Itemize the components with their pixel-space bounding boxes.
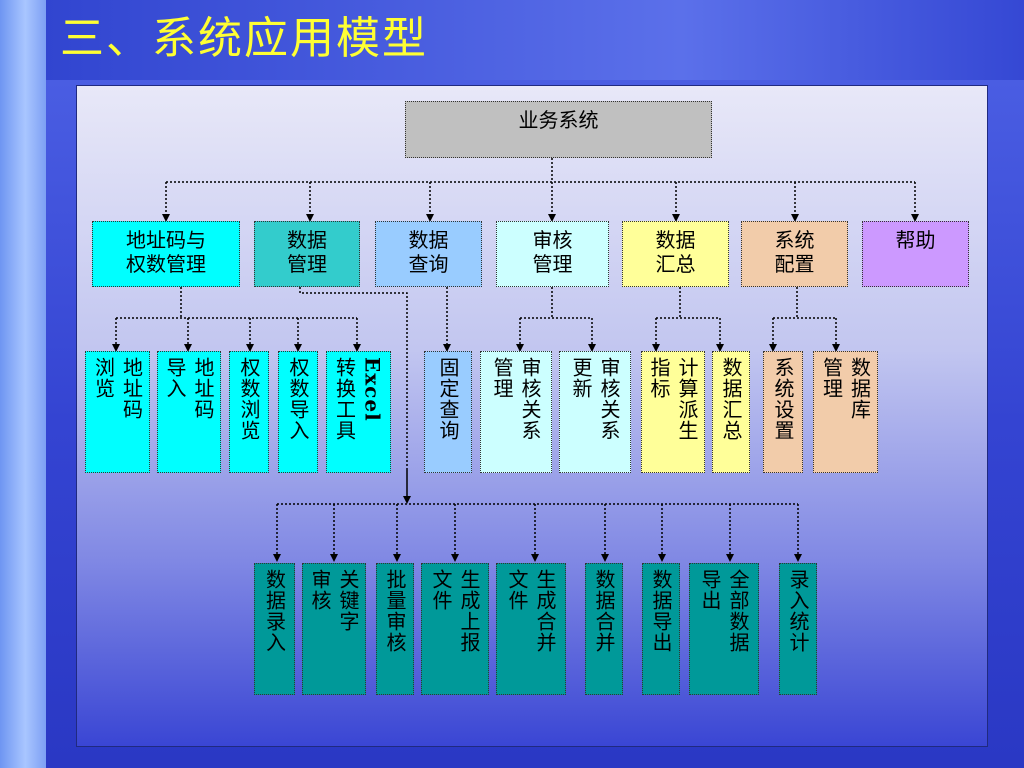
node-label: 数据库 xyxy=(847,357,872,420)
node-label: 查询 xyxy=(408,252,449,276)
node-keyword-audit[interactable]: 关键字 审核 xyxy=(302,563,366,695)
node-entry-stats[interactable]: 录入统计 xyxy=(779,563,817,695)
node-label: 文件 xyxy=(505,569,529,611)
node-label: 审核 xyxy=(532,228,573,252)
node-data-summary-sub[interactable]: 数据汇总 xyxy=(712,351,750,473)
node-label: 管理 xyxy=(532,252,573,276)
root-node[interactable]: 业务系统 xyxy=(405,101,712,158)
node-label: 管理 xyxy=(287,252,327,276)
node-label: 指标 xyxy=(647,357,671,399)
node-label: 地址码与 xyxy=(126,228,206,252)
node-label: 系统设置 xyxy=(771,357,795,441)
node-generate-merge[interactable]: 生成合并 文件 xyxy=(496,563,566,695)
node-label: 权数管理 xyxy=(126,252,206,276)
node-data-merge[interactable]: 数据合并 xyxy=(585,563,623,695)
node-label: 转换工具 xyxy=(332,357,357,441)
node-label: 生成合并 xyxy=(533,569,557,653)
node-label: 权数浏览 xyxy=(237,357,261,441)
node-address-weight[interactable]: 地址码与 权数管理 xyxy=(92,221,240,287)
node-excel-tool[interactable]: Excel 转换工具 xyxy=(326,351,391,473)
node-generate-report[interactable]: 生成上报 文件 xyxy=(421,563,489,695)
title-bar xyxy=(46,0,1024,80)
node-addr-import[interactable]: 地址码 导入 xyxy=(157,351,221,473)
root-label: 业务系统 xyxy=(518,108,599,132)
slide-title: 三、系统应用模型 xyxy=(60,13,428,64)
node-label: 管理 xyxy=(490,357,514,399)
node-system-config[interactable]: 系统 配置 xyxy=(741,221,848,287)
node-label: 审核 xyxy=(308,569,332,611)
node-weight-browse[interactable]: 权数浏览 xyxy=(229,351,269,473)
node-system-settings[interactable]: 系统设置 xyxy=(763,351,803,473)
node-database-manage[interactable]: 数据库 管理 xyxy=(813,351,878,473)
node-label: 管理 xyxy=(819,357,844,399)
node-help[interactable]: 帮助 xyxy=(862,221,969,287)
node-audit-manage[interactable]: 审核 管理 xyxy=(496,221,609,287)
node-data-summary[interactable]: 数据 汇总 xyxy=(622,221,729,287)
node-label: 录入统计 xyxy=(786,569,810,653)
node-label: 生成上报 xyxy=(457,569,481,653)
node-label: 关键字 xyxy=(336,569,360,632)
node-label: 地址码 xyxy=(191,357,215,420)
node-label: 地址码 xyxy=(119,357,144,420)
node-label: 计算派生 xyxy=(675,357,699,441)
node-addr-browse[interactable]: 地址码 浏览 xyxy=(85,351,150,473)
node-label: 系统 xyxy=(774,228,815,252)
node-label: 批量审核 xyxy=(383,569,407,653)
node-label: 数据汇总 xyxy=(719,357,743,441)
node-label: 数据合并 xyxy=(592,569,616,653)
node-label: 数据 xyxy=(655,228,696,252)
node-label: 审核关系 xyxy=(518,357,542,441)
node-label: 导入 xyxy=(163,357,187,399)
node-label: 更新 xyxy=(569,357,593,399)
node-data-query[interactable]: 数据 查询 xyxy=(375,221,482,287)
node-label: 固定查询 xyxy=(436,357,460,441)
node-label: 帮助 xyxy=(895,228,936,252)
node-label: 审核关系 xyxy=(597,357,621,441)
left-accent-bar xyxy=(0,0,46,768)
node-label: 数据 xyxy=(408,228,449,252)
node-data-export[interactable]: 数据导出 xyxy=(642,563,680,695)
node-weight-import[interactable]: 权数导入 xyxy=(278,351,318,473)
node-fixed-query[interactable]: 固定查询 xyxy=(424,351,472,473)
node-label: 导出 xyxy=(698,569,722,611)
node-label: 汇总 xyxy=(655,252,696,276)
node-batch-audit[interactable]: 批量审核 xyxy=(376,563,414,695)
node-derived-indicator[interactable]: 计算派生 指标 xyxy=(641,351,705,473)
node-label: 配置 xyxy=(774,252,815,276)
node-relation-update[interactable]: 审核关系 更新 xyxy=(559,351,631,473)
node-data-manage[interactable]: 数据 管理 xyxy=(254,221,360,287)
node-label: 全部数据 xyxy=(726,569,750,653)
node-label: 数据录入 xyxy=(262,569,287,653)
node-label: 数据导出 xyxy=(649,569,673,653)
node-label: 浏览 xyxy=(91,357,116,399)
node-label: Excel xyxy=(360,357,385,422)
node-label: 数据 xyxy=(287,228,327,252)
node-export-all[interactable]: 全部数据 导出 xyxy=(689,563,759,695)
node-label: 权数导入 xyxy=(286,357,310,441)
node-data-entry[interactable]: 数据录入 xyxy=(254,563,295,695)
node-relation-manage[interactable]: 审核关系 管理 xyxy=(480,351,552,473)
node-label: 文件 xyxy=(429,569,453,611)
